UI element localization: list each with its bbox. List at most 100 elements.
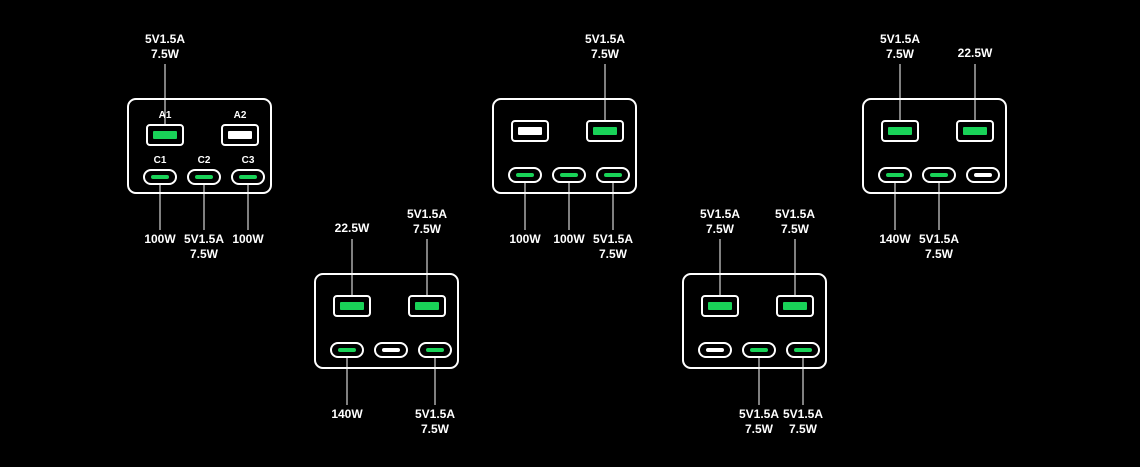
power-output-text: 5V1.5A [774,207,816,221]
port-name-label: A1 [158,110,172,121]
power-output-text: 100W [144,232,176,246]
usb-c-port-c1 [143,169,177,185]
usb-a-port [881,120,919,142]
port-active-indicator [888,127,912,135]
usb-a-port-a2 [221,124,259,146]
usb-c-port-c2 [187,169,221,185]
port-active-indicator [930,173,948,177]
power-output-text: 5V1.5A [414,407,456,421]
power-output-text: 100W [553,232,585,246]
port-name-label: A2 [233,110,247,121]
power-output-text: 140W [879,232,911,246]
port-active-indicator [426,348,444,352]
port-idle-indicator [518,127,542,135]
port-name-label: C1 [153,155,167,166]
power-output-text: 5V1.5A [592,232,634,246]
port-active-indicator [151,175,169,179]
usb-c-port [418,342,452,358]
usb-a-port [511,120,549,142]
port-active-indicator [963,127,987,135]
port-name-label: C3 [241,155,255,166]
usb-c-port [374,342,408,358]
charger-state-5 [862,98,1007,194]
power-output-text: 7.5W [885,47,914,61]
charger-state-2 [314,273,459,369]
port-active-indicator [560,173,578,177]
port-active-indicator [886,173,904,177]
port-active-indicator [783,302,807,310]
port-active-indicator [750,348,768,352]
port-active-indicator [340,302,364,310]
port-active-indicator [794,348,812,352]
usb-c-port [698,342,732,358]
charger-state-4 [682,273,827,369]
power-output-label: 140W [307,407,387,422]
power-output-label: 140W [855,232,935,247]
power-output-text: 7.5W [744,422,773,436]
port-active-indicator [604,173,622,177]
power-output-text: 7.5W [590,47,619,61]
power-output-text: 7.5W [150,47,179,61]
usb-c-port-c3 [231,169,265,185]
usb-c-port [508,167,542,183]
power-output-text: 7.5W [420,422,449,436]
usb-a-port [776,295,814,317]
usb-c-port [596,167,630,183]
power-output-text: 5V1.5A [144,32,186,46]
power-output-label: 100W [120,232,200,247]
power-output-label: 22.5W [312,221,392,236]
usb-a-port-a1 [146,124,184,146]
usb-c-port [786,342,820,358]
power-output-text: 100W [232,232,264,246]
power-output-text: 7.5W [412,222,441,236]
power-output-text: 5V1.5A [879,32,921,46]
power-output-text: 7.5W [189,247,218,261]
usb-a-port [586,120,624,142]
power-output-text: 5V1.5A [738,407,780,421]
power-output-text: 7.5W [780,222,809,236]
power-output-label: 100W [208,232,288,247]
usb-c-port [742,342,776,358]
port-idle-indicator [974,173,992,177]
power-output-text: 5V1.5A [584,32,626,46]
port-active-indicator [338,348,356,352]
usb-a-port [701,295,739,317]
port-active-indicator [195,175,213,179]
port-name-label: C2 [197,155,211,166]
power-output-text: 7.5W [705,222,734,236]
port-idle-indicator [382,348,400,352]
usb-c-port [878,167,912,183]
port-active-indicator [239,175,257,179]
power-output-text: 7.5W [788,422,817,436]
usb-c-port [330,342,364,358]
port-idle-indicator [228,131,252,139]
port-active-indicator [516,173,534,177]
charger-state-3 [492,98,637,194]
power-output-label: 100W [485,232,565,247]
power-output-text: 7.5W [598,247,627,261]
usb-c-port [966,167,1000,183]
power-output-text: 5V1.5A [699,207,741,221]
power-output-text: 140W [331,407,363,421]
port-active-indicator [153,131,177,139]
power-output-text: 7.5W [924,247,953,261]
power-output-text: 22.5W [957,46,993,60]
usb-a-port [956,120,994,142]
port-active-indicator [708,302,732,310]
power-output-label: 22.5W [935,46,1015,61]
port-active-indicator [415,302,439,310]
